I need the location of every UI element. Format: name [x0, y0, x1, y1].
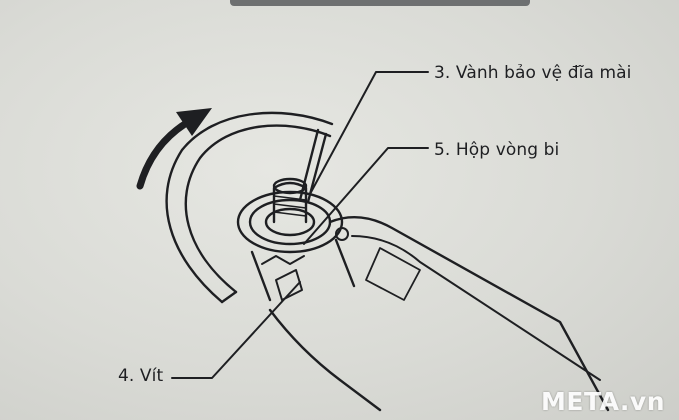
bearing-box-inner [264, 207, 316, 237]
motor-body-edge [351, 235, 601, 381]
wheel-guard-outer [165, 111, 334, 304]
motor-body-lower [268, 308, 382, 412]
rotation-arrowhead-icon [176, 108, 212, 136]
page-top-edge [230, 0, 530, 6]
leader-line-guard [309, 71, 429, 195]
meta-watermark: META.vn [541, 387, 665, 416]
motor-panel [365, 247, 421, 301]
gearhead-bolt [275, 269, 303, 301]
label-screw: 4. Vít [118, 366, 164, 386]
motor-screw [335, 227, 349, 241]
gearhead-neck [250, 238, 356, 302]
label-bearing-box: 5. Hộp vòng bi [434, 140, 560, 160]
rotation-arrow-icon [136, 118, 192, 190]
gearhead-detail [261, 255, 305, 265]
label-guard: 3. Vành bảo vệ đĩa mài [434, 63, 632, 83]
wheel-guard-seam [298, 128, 320, 202]
leader-line-screw [171, 281, 301, 379]
spindle-top [272, 177, 308, 195]
leader-line-bearing [303, 147, 429, 245]
motor-body [328, 216, 610, 412]
wheel-guard-edge [220, 290, 238, 304]
spindle-thread [273, 195, 307, 217]
wheel-guard-inner [184, 124, 332, 294]
